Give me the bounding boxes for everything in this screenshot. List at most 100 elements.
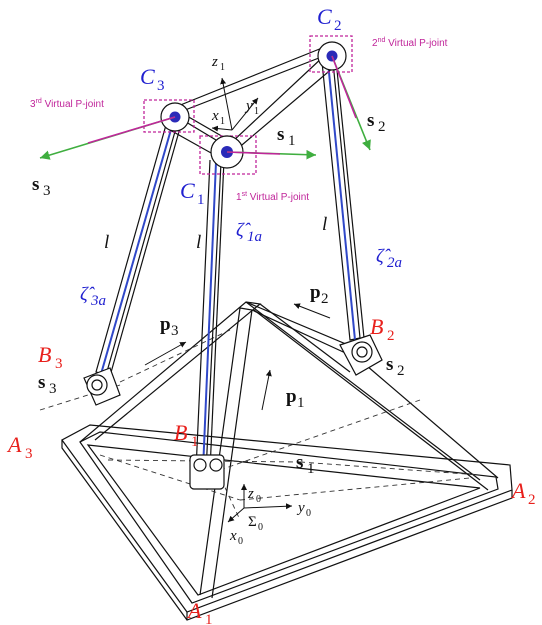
svg-text:3: 3 [49,381,57,397]
joint-c2 [309,35,353,73]
svg-text:A: A [510,478,526,503]
label-zeta3: ζ̂ 3a [80,284,106,309]
svg-text:2nd Virtual P-joint: 2nd Virtual P-joint [372,37,448,49]
label-virtual-p2: 2nd Virtual P-joint [372,37,448,49]
label-z0: z 0 [247,486,261,505]
label-l-right: l [322,214,327,235]
label-virtual-p1: 1st Virtual P-joint [236,191,309,203]
svg-text:1: 1 [254,106,259,117]
svg-text:2: 2 [321,291,329,307]
label-y0: y 0 [296,500,311,519]
svg-text:1: 1 [307,461,315,477]
svg-text:s: s [367,110,374,131]
label-s2-top: s 2 [367,110,386,135]
label-x0: x 0 [229,528,243,547]
p-arrows [144,303,331,411]
label-c3: C 3 [140,64,165,94]
label-s3-top: s 3 [32,174,51,199]
label-a2: A 2 [510,478,536,508]
svg-text:z: z [211,54,218,70]
svg-text:p: p [286,386,297,407]
label-virtual-p3: 3rd Virtual P-joint [30,98,104,110]
svg-text:B: B [370,314,383,339]
svg-text:2: 2 [378,119,386,135]
label-c1: C 1 [180,178,205,208]
leg-2 [321,59,365,341]
joint-b3 [83,367,121,406]
base-frame [61,301,513,621]
svg-text:2a: 2a [387,255,402,271]
svg-text:y: y [296,500,305,516]
svg-text:p: p [310,282,321,303]
svg-text:s: s [296,452,303,473]
platform-frame-axes [211,77,259,132]
label-y1: y 1 [244,98,259,117]
svg-text:0: 0 [258,522,263,533]
label-c2: C 2 [317,4,342,34]
joint-b2 [339,334,383,376]
svg-text:3rd Virtual P-joint: 3rd Virtual P-joint [30,98,104,110]
label-s3-base: s 3 [38,372,57,397]
label-s2-base: s 2 [386,354,405,379]
svg-text:x: x [211,108,219,124]
svg-text:y: y [244,98,253,114]
svg-text:2: 2 [334,18,342,34]
label-l-left: l [104,232,109,253]
label-p2: p 2 [310,282,329,307]
svg-text:3: 3 [25,446,33,462]
svg-text:3: 3 [171,323,179,339]
label-zeta2: ζ̂ 2a [376,246,402,271]
svg-text:C: C [140,64,155,89]
svg-text:2: 2 [387,328,395,344]
svg-text:s: s [32,174,39,195]
svg-text:1st Virtual P-joint: 1st Virtual P-joint [236,191,309,203]
svg-text:B: B [174,420,187,445]
label-s1-base: s 1 [296,452,315,477]
svg-text:2: 2 [528,492,536,508]
label-x1: x 1 [211,108,225,127]
svg-text:1: 1 [220,116,225,127]
svg-text:0: 0 [256,494,261,505]
svg-text:s: s [38,372,45,393]
svg-text:Σ: Σ [248,514,257,530]
svg-text:s: s [277,124,284,145]
svg-text:3: 3 [55,356,63,372]
svg-text:1: 1 [297,395,305,411]
label-b2: B 2 [370,314,395,344]
svg-text:0: 0 [238,536,243,547]
svg-text:3a: 3a [90,293,106,309]
svg-text:3: 3 [157,78,165,94]
label-z1: z 1 [211,54,225,73]
svg-text:1: 1 [288,133,296,149]
svg-text:1: 1 [191,434,199,450]
svg-text:1: 1 [197,192,205,208]
label-p3: p 3 [160,314,179,339]
svg-text:3: 3 [43,183,51,199]
svg-text:A: A [186,598,202,623]
joint-c3 [143,99,195,133]
svg-text:B: B [38,342,51,367]
label-s1-top: s 1 [277,124,296,149]
svg-text:x: x [229,528,237,544]
label-a3: A 3 [6,432,33,462]
svg-text:2: 2 [397,363,405,379]
joint-b1 [189,454,225,490]
joint-c1 [199,135,257,175]
label-zeta1: ζ̂ 1a [236,220,262,245]
svg-text:1: 1 [220,62,225,73]
svg-text:1: 1 [205,612,213,625]
svg-text:C: C [180,178,195,203]
svg-text:1a: 1a [247,229,262,245]
svg-text:s: s [386,354,393,375]
label-sigma0: Σ 0 [248,514,263,533]
svg-text:C: C [317,4,332,29]
label-p1: p 1 [286,386,305,411]
label-b1: B 1 [174,420,199,450]
label-b3: B 3 [38,342,63,372]
svg-text:0: 0 [306,508,311,519]
label-a1: A 1 [186,598,213,625]
svg-text:p: p [160,314,171,335]
base-frame-axes [227,484,293,523]
svg-text:z: z [247,486,254,502]
